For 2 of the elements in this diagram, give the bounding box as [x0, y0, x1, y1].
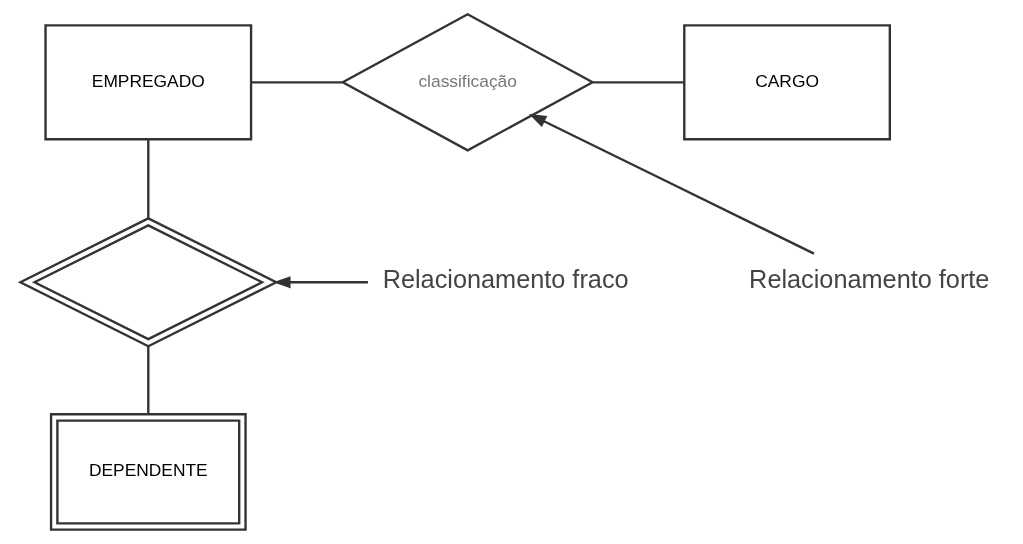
node-text: Relacionamento fraco [382, 265, 629, 294]
node-text: Relacionamento forte [748, 265, 989, 294]
